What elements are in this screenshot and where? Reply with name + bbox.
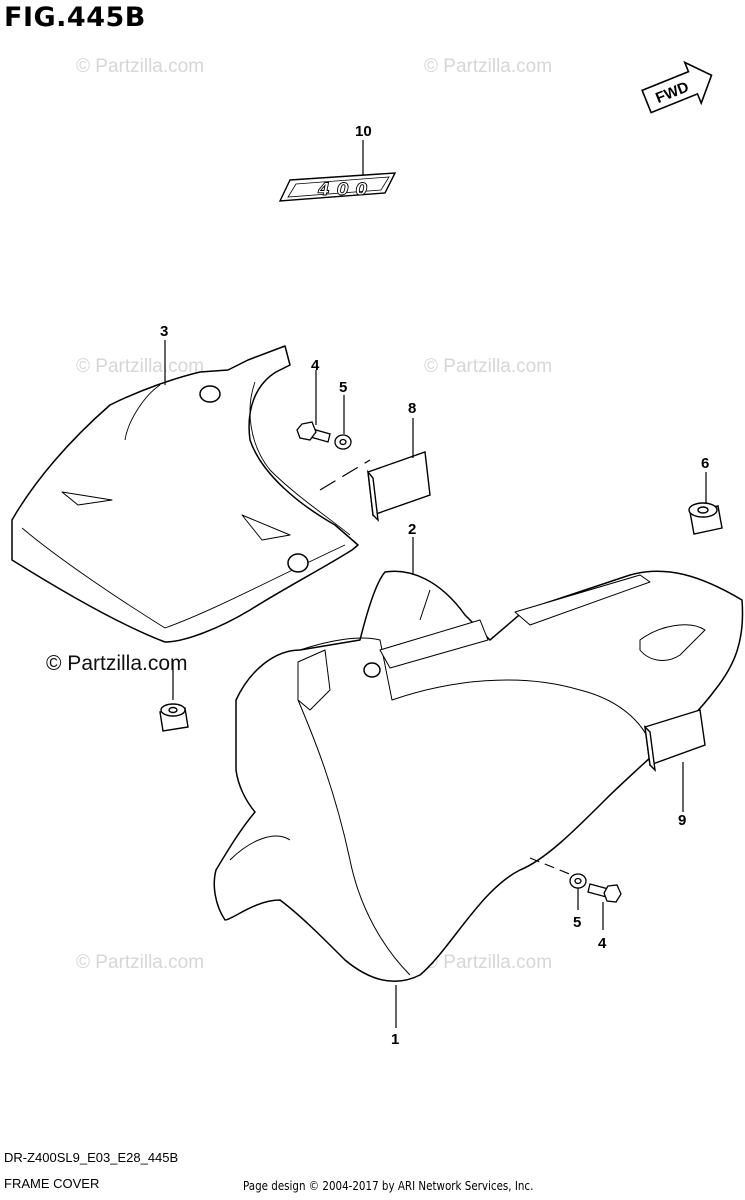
model-code: DR-Z400SL9_E03_E28_445B [4,1150,179,1165]
callout-6: 6 [701,455,709,472]
grommet-7 [159,703,189,732]
emblem-text: 400 [317,180,375,200]
callout-5: 5 [339,379,347,396]
pad-9 [644,709,706,772]
watermark: © Partzilla.com [424,952,552,973]
washer-5-upper [334,434,352,450]
callout-4-lower: 4 [598,935,607,952]
washer-5-lower [569,873,587,889]
watermark: © Partzilla.com [76,952,204,973]
callout-5-lower: 5 [573,914,581,931]
frame-cover-left [11,345,359,643]
grommet-6 [688,502,723,535]
watermark: © Partzilla.com [424,56,552,77]
frame-cover-right [213,570,744,982]
callout-2: 2 [408,521,416,538]
figure-name: FRAME COVER [4,1176,100,1191]
callout-8: 8 [408,400,416,417]
callout-1: 1 [391,1031,399,1048]
figure-title: FIG.445B [4,2,146,33]
fwd-arrow-icon: FWD [641,60,713,114]
copyright-notice: Page design © 2004-2017 by ARI Network S… [243,1179,534,1193]
watermark: © Partzilla.com [424,356,552,377]
callout-3: 3 [160,323,168,340]
bolt-4-lower [587,883,622,903]
watermark-dark: © Partzilla.com [46,652,188,675]
leader-lines [164,140,707,1028]
callouts: 10 3 4 5 8 6 2 9 5 4 1 [160,123,709,1048]
callout-4: 4 [311,357,320,374]
callout-9: 9 [678,812,686,829]
watermark: © Partzilla.com [76,356,204,377]
watermark: © Partzilla.com [76,56,204,77]
callout-10: 10 [355,123,372,140]
bolt-4-upper [296,421,331,443]
pad-8 [367,451,431,522]
emblem-400: 400 [278,172,397,202]
